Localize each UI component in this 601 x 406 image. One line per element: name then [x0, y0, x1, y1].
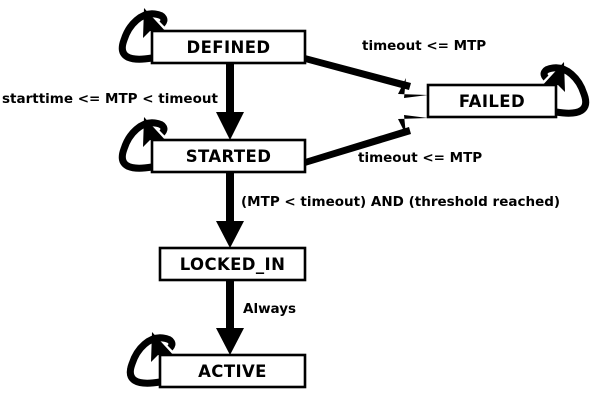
- transition-locked-in-to-active: [216, 280, 244, 355]
- defined-to-failed-arrowhead: [398, 78, 428, 98]
- started-self-loop-path: [118, 119, 168, 172]
- state-label-active: ACTIVE: [198, 362, 267, 381]
- state-label-locked-in: LOCKED_IN: [180, 255, 286, 274]
- transition-defined-to-started: [216, 63, 244, 140]
- state-label-failed: FAILED: [459, 92, 525, 111]
- state-label-defined: DEFINED: [187, 38, 271, 57]
- edge-label-threshold-condition: (MTP < timeout) AND (threshold reached): [241, 194, 560, 210]
- state-node-defined[interactable]: DEFINED: [150, 29, 307, 65]
- state-label-started: STARTED: [186, 147, 272, 166]
- locked-in-to-active-shaft: [226, 280, 234, 333]
- defined-to-started-shaft: [226, 63, 234, 118]
- defined-to-failed-shaft: [305, 55, 411, 90]
- state-box-failed[interactable]: [426, 83, 558, 119]
- edge-label-timeout-condition-defined: timeout <= MTP: [362, 38, 486, 54]
- defined-self-loop-path: [118, 10, 168, 63]
- edge-label-starttime-condition: starttime <= MTP < timeout: [2, 91, 218, 107]
- transition-defined-to-failed: [305, 55, 428, 98]
- state-node-active[interactable]: ACTIVE: [158, 353, 307, 389]
- state-node-locked-in[interactable]: LOCKED_IN: [158, 246, 307, 282]
- state-box-active[interactable]: [158, 353, 307, 389]
- state-box-started[interactable]: [150, 138, 307, 174]
- active-self-loop-path: [126, 334, 176, 387]
- locked-in-to-active-arrowhead: [216, 328, 244, 355]
- state-node-started[interactable]: STARTED: [150, 138, 307, 174]
- state-node-failed[interactable]: FAILED: [426, 83, 558, 119]
- state-box-defined[interactable]: [150, 29, 307, 65]
- transition-started-to-locked-in: [216, 172, 244, 248]
- started-to-failed-shaft: [305, 127, 411, 166]
- edge-label-timeout-condition-started: timeout <= MTP: [358, 150, 482, 166]
- state-box-locked-in[interactable]: [158, 246, 307, 282]
- started-to-locked-in-arrowhead: [216, 221, 244, 248]
- started-to-failed-arrowhead: [398, 115, 428, 135]
- defined-to-started-arrowhead: [216, 112, 244, 140]
- edge-label-always-condition: Always: [243, 301, 296, 317]
- failed-self-loop-path: [540, 64, 590, 117]
- transition-started-to-failed: [305, 115, 428, 166]
- started-to-locked-in-shaft: [226, 172, 234, 226]
